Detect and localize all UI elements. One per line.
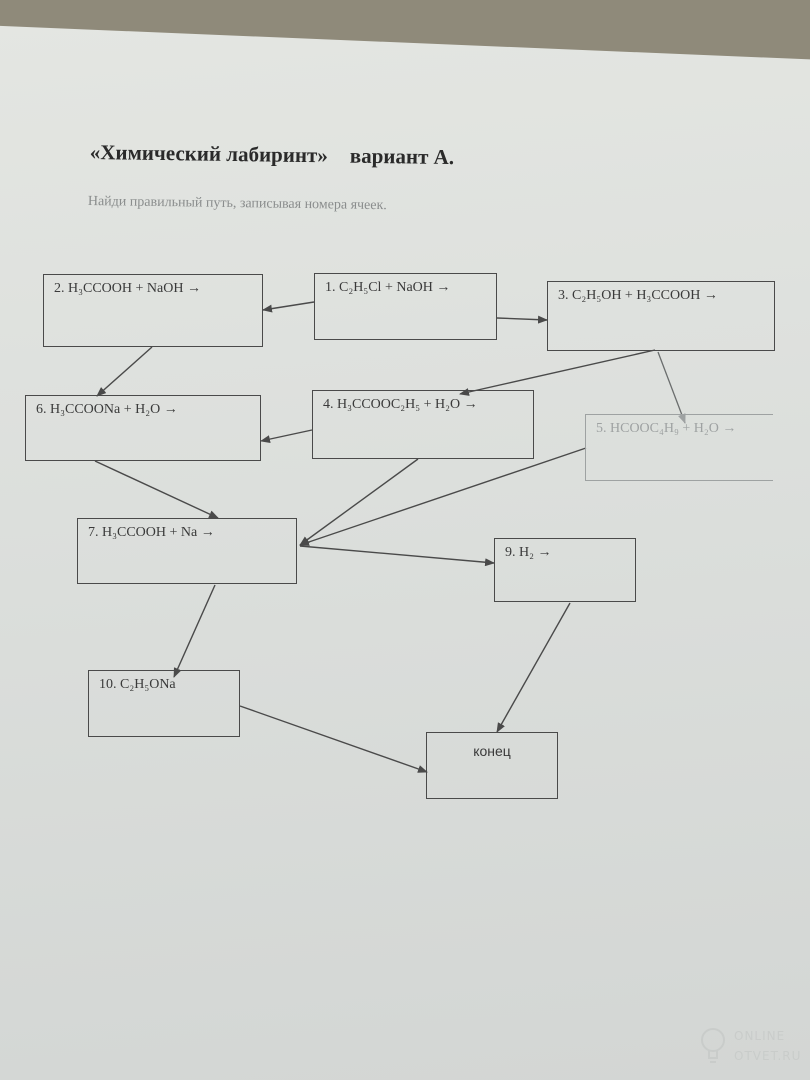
- arrow-3-to-4: [459, 349, 656, 396]
- cell-end: конец: [426, 732, 558, 799]
- arrow-1-to-3: [496, 315, 548, 324]
- watermark-line-1: ONLINE: [734, 1029, 786, 1043]
- cell-10-text: 10. C₂H₅ONa: [99, 677, 176, 692]
- cell-1: 1. C₂H₅Cl + NaOH →: [314, 273, 497, 340]
- cell-4: 4. H₃CCOOC₂H₅ + H₂O →: [312, 390, 534, 459]
- site-watermark: ONLINE OTVET.RU: [698, 1022, 801, 1072]
- cell-end-text: конец: [473, 743, 511, 759]
- cell-10: 10. C₂H₅ONa: [88, 670, 240, 737]
- cell-7-text: 7. H₃CCOOH + Na →: [88, 525, 215, 540]
- cell-9-text: 9. H₂ →: [505, 545, 552, 560]
- cell-2: 2. H₃CCOOH + NaOH →: [43, 274, 263, 347]
- cell-5: 5. HCOOC₄H₉ + H₂O →: [585, 414, 773, 481]
- arrow-9-to-end: [496, 602, 571, 733]
- cell-1-text: 1. C₂H₅Cl + NaOH →: [325, 280, 451, 295]
- cell-5-text: 5. HCOOC₄H₉ + H₂O →: [596, 421, 737, 436]
- watermark-text: ONLINE OTVET.RU: [734, 1026, 801, 1066]
- arrow-4-to-6: [260, 429, 313, 444]
- cell-3-text: 3. C₂H₅OH + H₃CCOOH →: [558, 288, 718, 303]
- arrow-1-to-2: [262, 301, 315, 313]
- cell-7: 7. H₃CCOOH + Na →: [77, 518, 297, 584]
- lightbulb-icon: [701, 1028, 725, 1063]
- cell-4-text: 4. H₃CCOOC₂H₅ + H₂O →: [323, 397, 478, 412]
- cell-9: 9. H₂ →: [494, 538, 636, 602]
- watermark-line-2: OTVET.RU: [734, 1049, 802, 1063]
- arrow-7-to-9: [299, 545, 495, 567]
- arrow-10-to-end: [239, 705, 428, 773]
- arrow-5-to-7: [299, 447, 587, 546]
- cell-2-text: 2. H₃CCOOH + NaOH →: [54, 281, 201, 296]
- arrow-3-to-5: [657, 351, 686, 424]
- cell-3: 3. C₂H₅OH + H₃CCOOH →: [547, 281, 775, 351]
- arrow-2-to-6: [96, 346, 153, 397]
- arrow-7-to-10: [173, 584, 216, 678]
- cell-6: 6. H₃CCOONa + H₂O →: [25, 395, 261, 461]
- arrow-6-to-7: [94, 460, 219, 519]
- cell-6-text: 6. H₃CCOONa + H₂O →: [36, 402, 178, 417]
- arrow-4-to-7: [299, 458, 419, 546]
